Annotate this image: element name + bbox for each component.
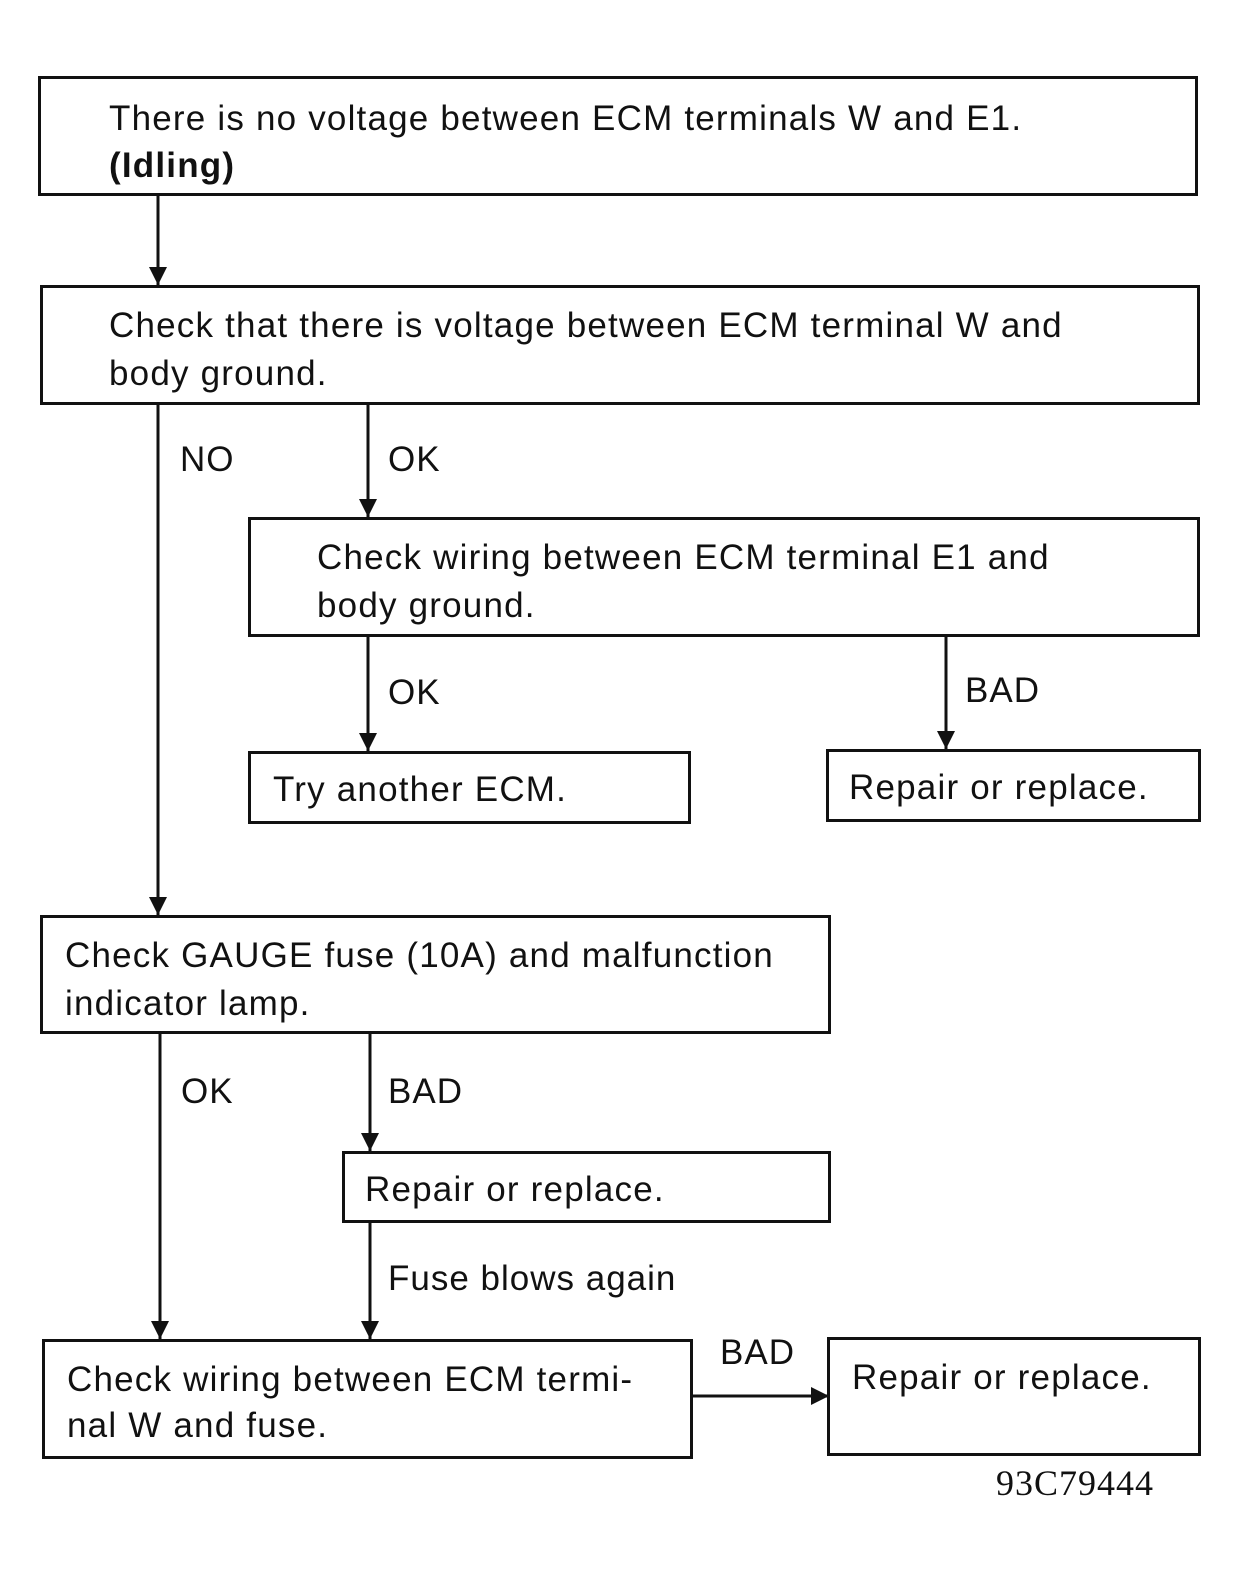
label-bad-3: BAD [720,1333,795,1372]
step-check-gauge-fuse-line1: Check GAUGE fuse (10A) and malfunction [65,936,774,975]
step-check-e1-wiring-line2: body ground. [317,586,536,625]
step-check-gauge-fuse-box: Check GAUGE fuse (10A) and malfunction i… [40,915,831,1034]
step-check-e1-wiring-line1: Check wiring between ECM terminal E1 and [317,538,1050,577]
step-try-another-ecm-box: Try another ECM. [248,751,691,824]
step-check-w-fuse-wiring-line2: nal W and fuse. [67,1406,329,1445]
step-check-w-ground-line2: body ground. [109,354,328,393]
label-ok-1: OK [388,440,441,479]
label-ok-2: OK [388,673,441,712]
step-no-voltage-line2: (Idling) [109,146,236,185]
step-repair-fuse-box: Repair or replace. [342,1151,831,1223]
figure-code: 93C79444 [996,1463,1155,1503]
step-try-another-ecm-text: Try another ECM. [273,770,568,809]
step-repair-bottom-right-text: Repair or replace. [852,1358,1152,1397]
step-check-e1-wiring-box: Check wiring between ECM terminal E1 and… [248,517,1200,637]
label-bad-2: BAD [388,1072,463,1111]
label-ok-3: OK [181,1072,234,1111]
step-repair-right-top-text: Repair or replace. [849,768,1149,807]
step-check-gauge-fuse-line2: indicator lamp. [65,984,311,1023]
step-check-w-ground-box: Check that there is voltage between ECM … [40,285,1200,405]
step-no-voltage-box: There is no voltage between ECM terminal… [38,76,1198,196]
step-check-w-ground-line1: Check that there is voltage between ECM … [109,306,1063,345]
label-no: NO [180,440,235,479]
label-bad-1: BAD [965,671,1040,710]
step-repair-bottom-right-box: Repair or replace. [827,1337,1201,1456]
label-fuse-blows-again: Fuse blows again [388,1259,677,1298]
step-no-voltage-line1: There is no voltage between ECM terminal… [109,99,1023,138]
step-check-w-fuse-wiring-line1: Check wiring between ECM termi- [67,1360,634,1399]
step-repair-fuse-text: Repair or replace. [365,1170,665,1209]
step-repair-right-top-box: Repair or replace. [826,749,1201,822]
step-check-w-fuse-wiring-box: Check wiring between ECM termi- nal W an… [42,1339,693,1459]
